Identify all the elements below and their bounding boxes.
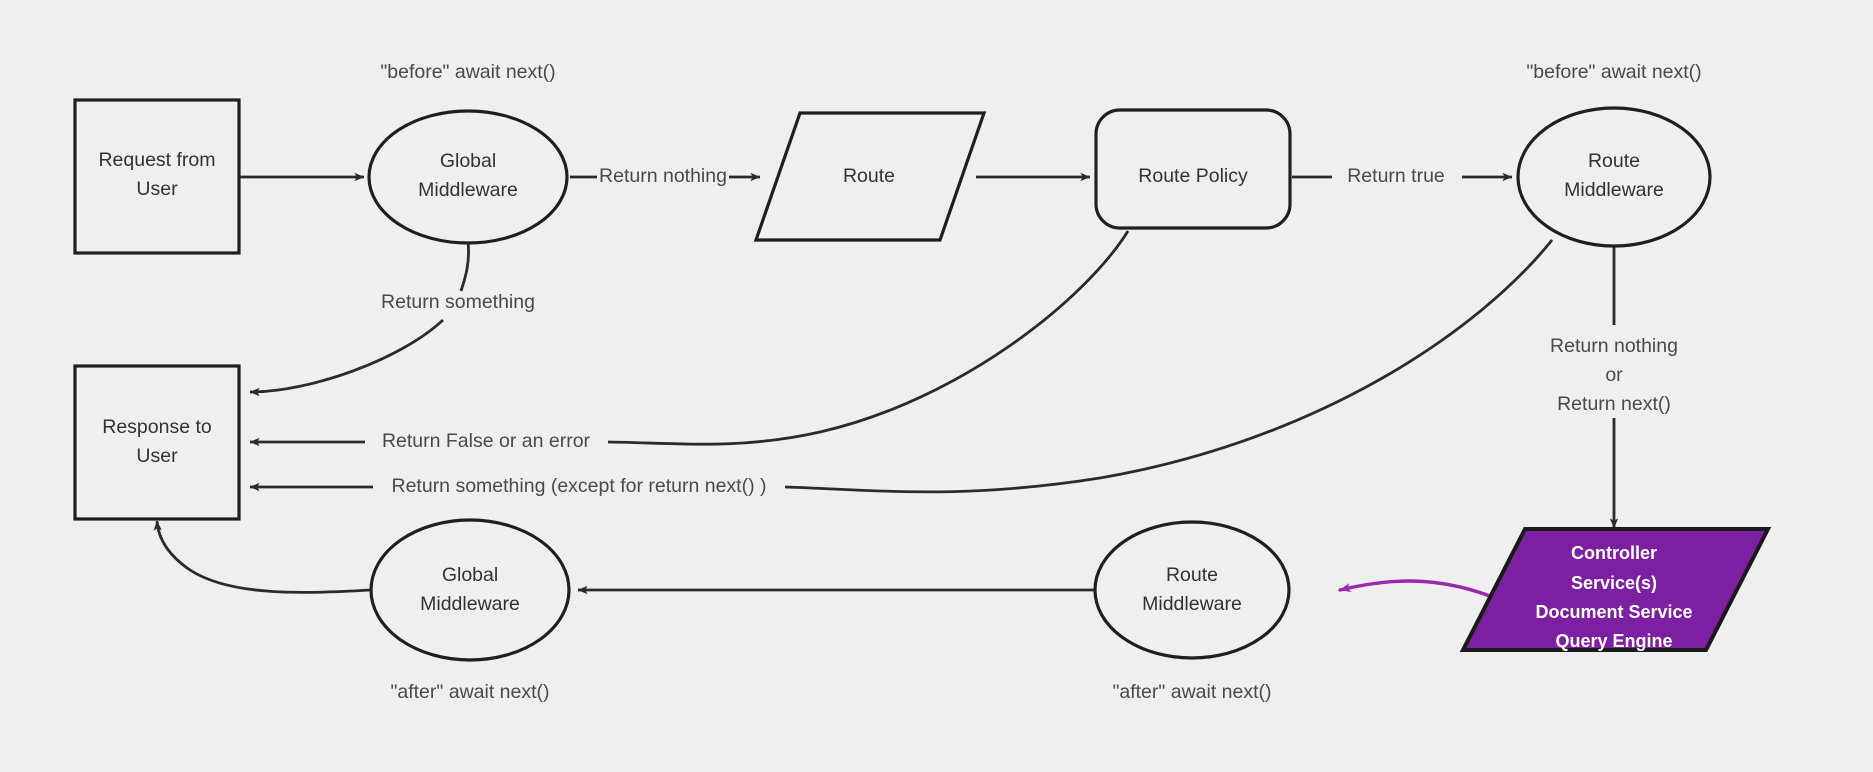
node-response-to-user[interactable]: Response to User xyxy=(73,364,241,521)
route-middleware-before-caption: "before" await next() xyxy=(1526,61,1701,83)
global-middleware-after-shape xyxy=(369,518,571,662)
node-route[interactable]: Route xyxy=(753,111,987,242)
edge-route-middleware-to-response-curve xyxy=(784,239,1554,494)
route-middleware-before-label-line2: Middleware xyxy=(1564,179,1664,201)
node-global-middleware-before[interactable]: Global Middleware "before" await next() xyxy=(367,61,569,245)
global-middleware-before-shape xyxy=(367,109,569,245)
global-middleware-before-caption: "before" await next() xyxy=(380,61,555,83)
request-from-user-label-line1: Request from xyxy=(98,149,215,171)
route-middleware-before-label-line1: Route xyxy=(1588,150,1640,172)
route-shape xyxy=(753,111,987,242)
controller-services-line3: Document Service xyxy=(1535,602,1692,622)
edge-global-to-response-upper xyxy=(459,240,470,292)
route-policy-label: Route Policy xyxy=(1138,165,1248,187)
route-middleware-after-label-line1: Route xyxy=(1166,564,1218,586)
edge-label-return-true: Return true xyxy=(1347,165,1445,187)
global-middleware-after-caption: "after" await next() xyxy=(390,681,549,703)
edge-label-return-something-except-next: Return something (except for return next… xyxy=(392,475,767,497)
response-to-user-label-line2: User xyxy=(136,445,178,467)
edge-label-return-nothing-or-next-line2: or xyxy=(1605,364,1623,386)
controller-services-shape xyxy=(1459,527,1772,652)
route-middleware-after-label-line2: Middleware xyxy=(1142,593,1242,615)
global-middleware-after-label-line2: Middleware xyxy=(420,593,520,615)
edge-label-return-nothing: Return nothing xyxy=(599,165,727,187)
edge-label-return-nothing-or-next-line1: Return nothing xyxy=(1550,335,1678,357)
edge-label-return-nothing-or-next-line3: Return next() xyxy=(1557,393,1671,415)
edge-policy-to-response-curve xyxy=(607,230,1130,446)
edge-global-after-to-response xyxy=(153,520,372,594)
node-controller-services[interactable]: Controller Service(s) Document Service Q… xyxy=(1459,527,1772,652)
edge-label-return-false-or-error: Return False or an error xyxy=(382,430,591,452)
controller-services-line1: Controller xyxy=(1571,543,1657,563)
node-global-middleware-after[interactable]: Global Middleware "after" await next() xyxy=(369,518,571,703)
controller-services-line2: Service(s) xyxy=(1571,573,1657,593)
global-middleware-after-label-line1: Global xyxy=(442,564,498,586)
node-route-policy[interactable]: Route Policy xyxy=(1094,108,1292,230)
controller-services-line4: Query Engine xyxy=(1555,631,1672,651)
route-policy-shape xyxy=(1094,108,1292,230)
node-route-middleware-before[interactable]: Route Middleware "before" await next() xyxy=(1516,61,1712,248)
request-from-user-label-line2: User xyxy=(136,178,178,200)
response-to-user-shape xyxy=(73,364,241,521)
request-from-user-shape xyxy=(73,98,241,255)
global-middleware-before-label-line1: Global xyxy=(440,150,496,172)
route-label: Route xyxy=(843,165,895,187)
route-middleware-after-caption: "after" await next() xyxy=(1112,681,1271,703)
edge-label-return-something: Return something xyxy=(381,291,535,313)
edge-global-to-response-lower xyxy=(249,318,444,397)
route-middleware-after-shape xyxy=(1093,520,1291,660)
edge-controller-to-route-middleware-after xyxy=(1338,579,1502,602)
response-to-user-label-line1: Response to xyxy=(102,416,212,438)
route-middleware-before-shape xyxy=(1516,106,1712,248)
node-route-middleware-after[interactable]: Route Middleware "after" await next() xyxy=(1093,520,1291,703)
global-middleware-before-label-line2: Middleware xyxy=(418,179,518,201)
node-request-from-user[interactable]: Request from User xyxy=(73,98,241,255)
